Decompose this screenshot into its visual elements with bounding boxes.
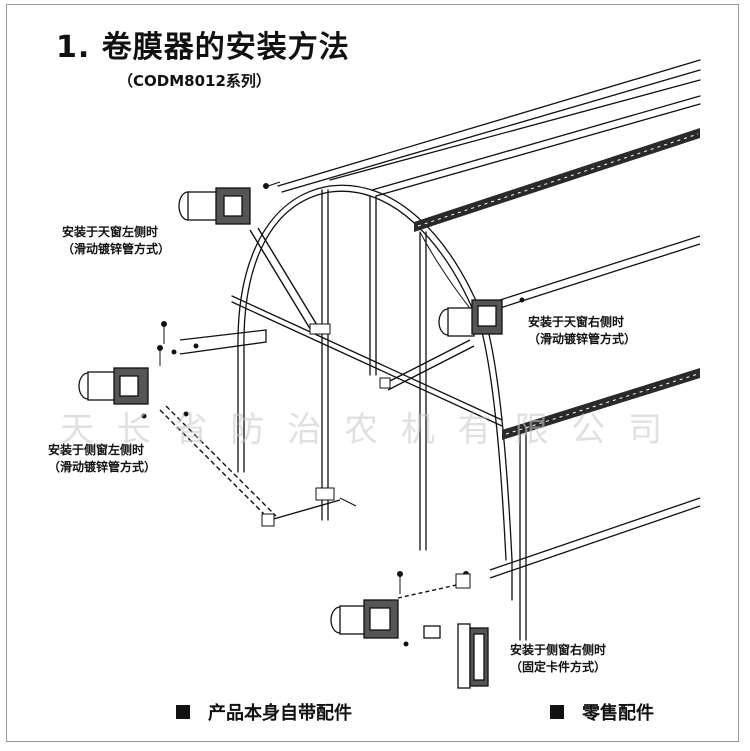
legend-retail-label: 零售配件 — [582, 703, 654, 724]
legend-retail: 零售配件 — [550, 699, 654, 725]
leader-lines — [267, 181, 357, 507]
callout-side-right-line1: 安装于侧窗右侧时 — [510, 643, 607, 657]
callout-roof-left-line1: 安装于天窗左侧时 — [62, 225, 159, 239]
legend-included-label: 产品本身自带配件 — [208, 703, 352, 724]
roof-ridge-lines — [277, 59, 701, 197]
callout-side-left-line2: （滑动镀锌管方式） — [48, 460, 157, 474]
black-square-icon — [176, 705, 190, 719]
black-square-icon — [550, 705, 564, 719]
callout-side-left: 安装于侧窗左侧时 （滑动镀锌管方式） — [48, 442, 156, 476]
callout-roof-left-line2: （滑动镀锌管方式） — [62, 242, 171, 256]
callout-side-right-line2: （固定卡件方式） — [510, 660, 607, 674]
support-arms — [159, 227, 475, 599]
front-arch-hoop — [237, 184, 513, 561]
front-arch-hoop-inner — [243, 190, 507, 561]
gear-motor-side-left — [78, 367, 149, 405]
callout-roof-right: 安装于天窗右侧时 （滑动镀锌管方式） — [528, 314, 636, 348]
cross-tie-bar — [231, 295, 503, 421]
page-subtitle: （CODM8012系列） — [118, 72, 271, 90]
callout-side-left-line1: 安装于侧窗左侧时 — [48, 443, 145, 457]
roof-rail — [414, 128, 700, 232]
callout-side-right: 安装于侧窗右侧时 （固定卡件方式） — [510, 642, 606, 676]
gear-motor-side-right — [330, 599, 399, 639]
fixed-clamp-bracket — [423, 623, 489, 689]
roll-tubes — [179, 235, 701, 579]
watermark: 天 长 省 防 治 农 机 有 限 公 司 — [60, 410, 669, 450]
bolt-icon-group — [141, 183, 525, 647]
callout-roof-right-line1: 安装于天窗右侧时 — [528, 315, 625, 329]
side-rail — [502, 368, 700, 440]
page-title: 1. 卷膜器的安装方法 — [56, 30, 350, 65]
gear-motor-roof-right — [438, 299, 503, 337]
callout-roof-right-line2: （滑动镀锌管方式） — [528, 332, 637, 346]
callout-roof-left: 安装于天窗左侧时 （滑动镀锌管方式） — [62, 224, 170, 258]
legend-included: 产品本身自带配件 — [176, 699, 352, 725]
gear-motor-roof-left — [178, 187, 251, 225]
